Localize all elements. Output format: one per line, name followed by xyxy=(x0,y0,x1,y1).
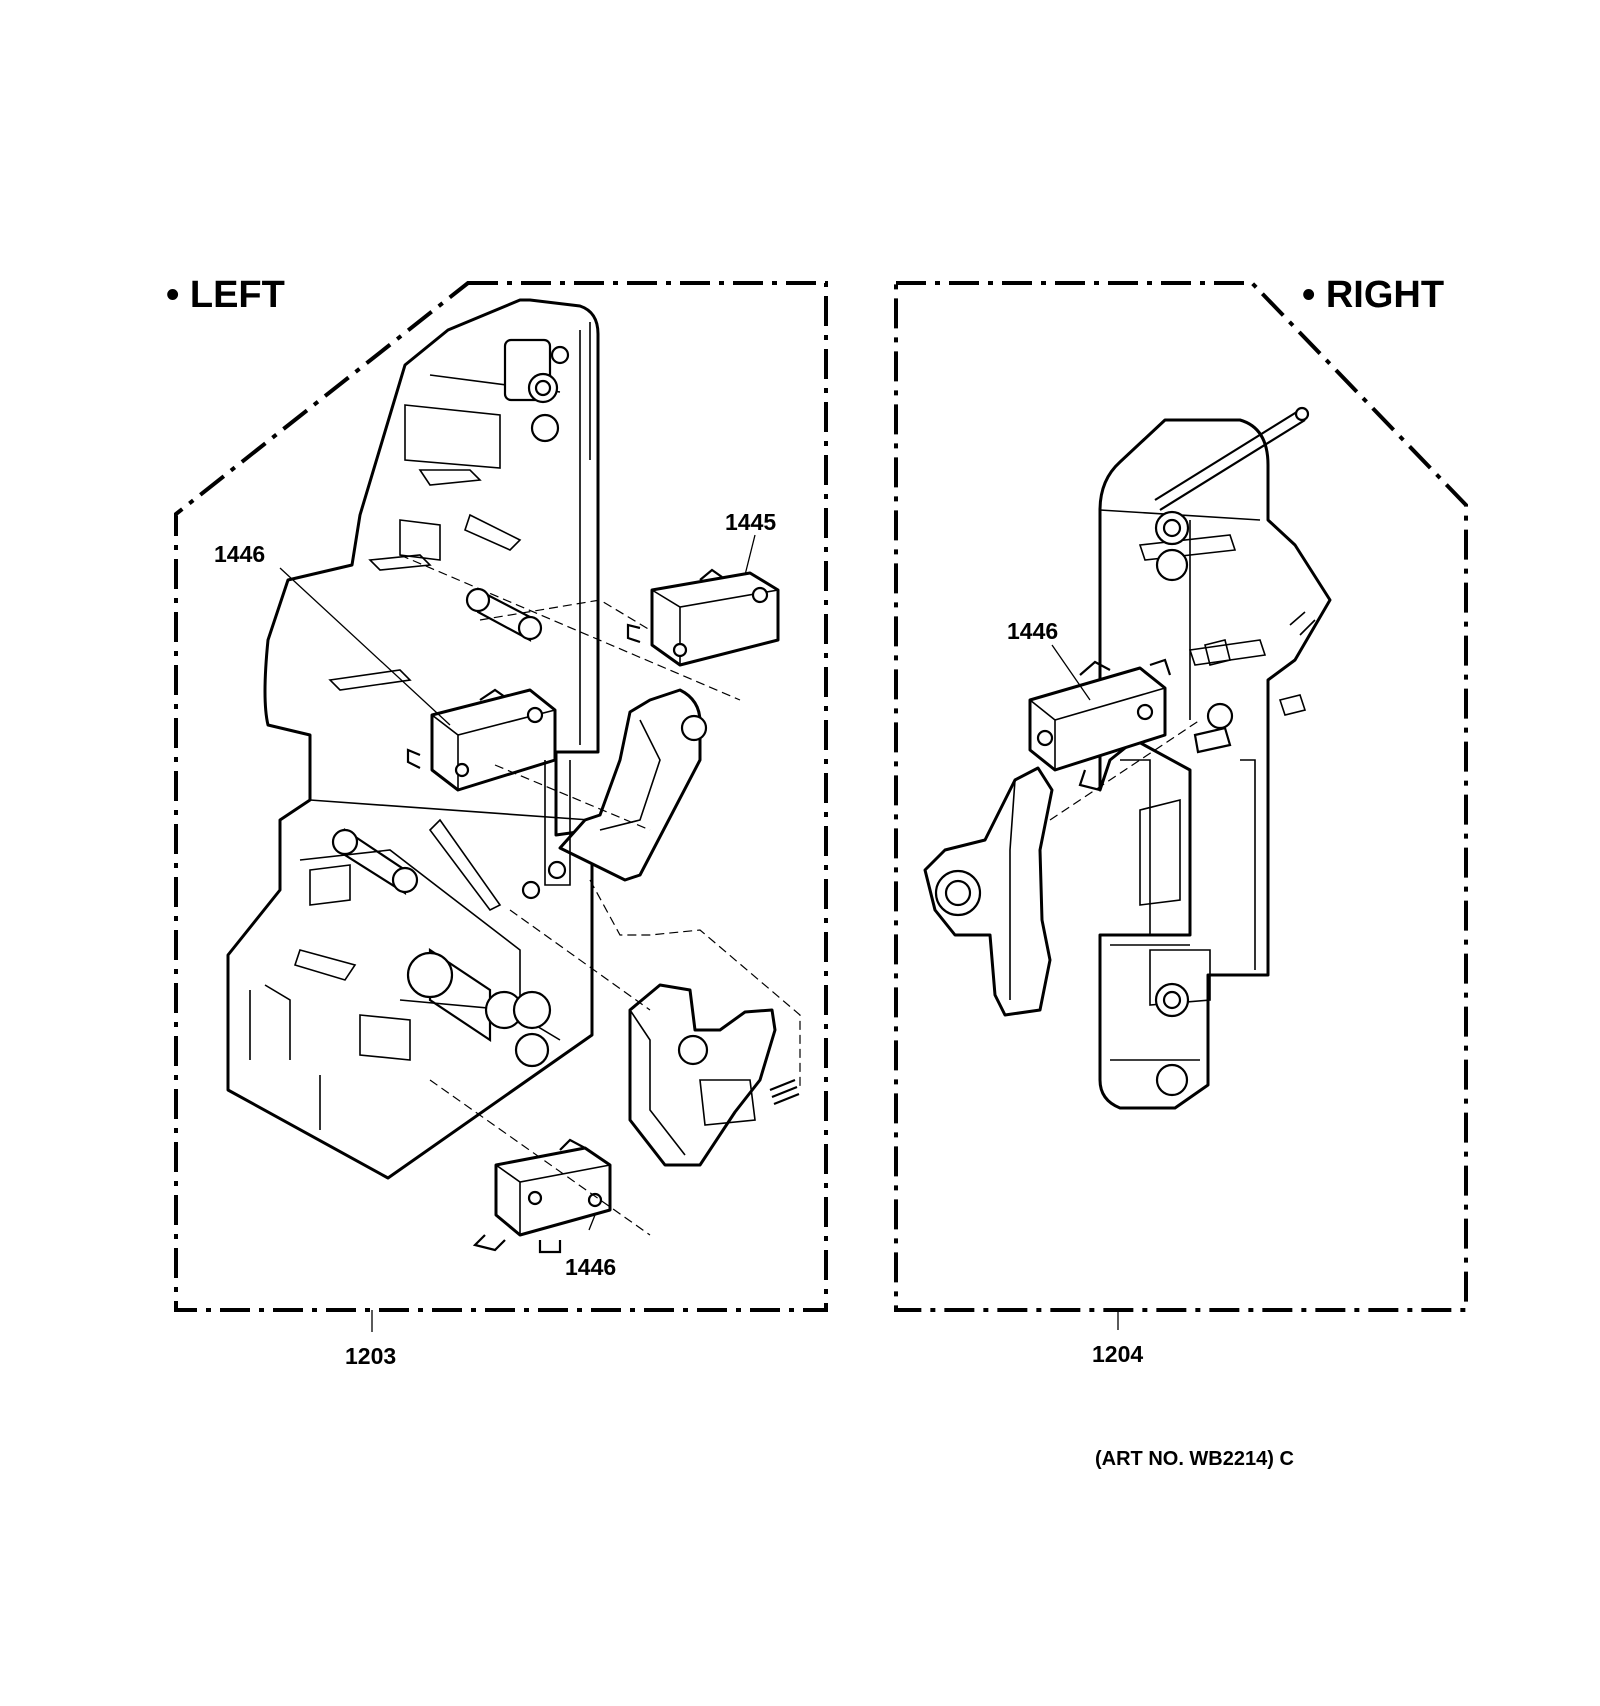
right-assembly-boundary xyxy=(894,281,1468,1312)
left-switch-upper xyxy=(406,688,557,792)
right-switch-callout: 1446 xyxy=(1007,618,1058,644)
left-latch-lever xyxy=(544,688,708,886)
art-number: (ART NO. WB2214) C xyxy=(1095,1448,1294,1470)
right-bracket xyxy=(1098,406,1332,1110)
right-panel: • RIGHT xyxy=(894,274,1468,1367)
left-switch-top xyxy=(626,568,780,667)
left-upper-switch-callout: 1446 xyxy=(214,541,265,567)
left-latch-block xyxy=(628,983,800,1167)
left-assembly-boundary xyxy=(174,281,828,1312)
left-bracket xyxy=(226,298,600,1180)
right-latch-lever xyxy=(923,766,1054,1017)
left-panel-title: • LEFT xyxy=(166,274,285,316)
left-switch-lower xyxy=(472,1138,612,1254)
right-panel-title: • RIGHT xyxy=(1302,274,1444,316)
left-lower-switch-callout: 1446 xyxy=(565,1254,616,1280)
left-top-switch-callout: 1445 xyxy=(725,509,776,535)
left-assembly-number: 1203 xyxy=(345,1343,396,1369)
left-panel: • LEFT xyxy=(166,274,828,1369)
right-switch xyxy=(1028,658,1172,792)
right-assembly-number: 1204 xyxy=(1092,1341,1143,1367)
